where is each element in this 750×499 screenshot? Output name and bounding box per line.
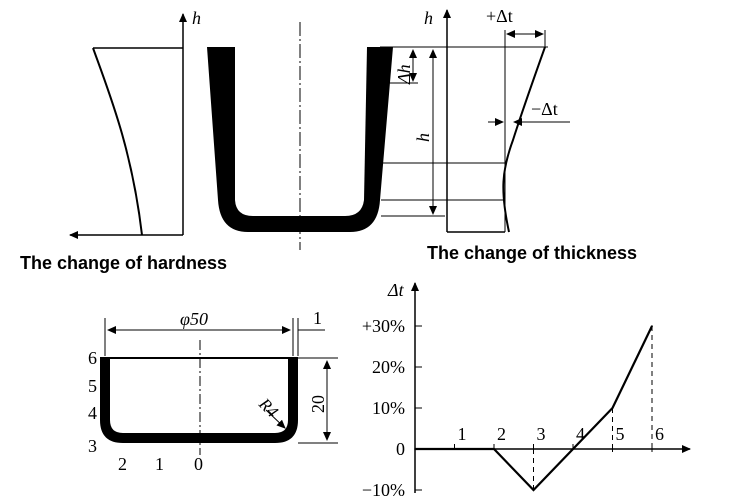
thickness-h-axis-label: h — [424, 8, 433, 28]
thickness-diagram: h +Δt −Δt — [424, 6, 570, 233]
cup-interior — [235, 47, 367, 216]
cup-profile — [100, 357, 298, 443]
hardness-curve — [92, 47, 143, 236]
height-label: 20 — [308, 395, 328, 413]
bottom-tick-0: 0 — [194, 454, 203, 474]
y-tick-label-1: 20% — [372, 357, 405, 377]
y-tick-label-0: +30% — [362, 316, 405, 336]
x-tick-label-6: 6 — [655, 424, 664, 444]
left-tick-5: 5 — [88, 376, 97, 396]
cup-cross-section: Δh h — [207, 22, 548, 250]
radius-leader — [265, 409, 286, 429]
data-point-4 — [651, 325, 653, 327]
delta-h-label: Δh — [394, 64, 414, 85]
left-tick-labels: 6 5 4 3 — [88, 348, 97, 456]
minus-dt-label: −Δt — [531, 99, 558, 119]
data-point-2 — [532, 489, 535, 491]
hardness-h-axis-label: h — [192, 8, 201, 28]
x-tick-label-3: 3 — [537, 424, 546, 444]
y-tick-label-3: 0 — [396, 439, 405, 459]
thickness-curve — [502, 46, 546, 233]
left-tick-3: 3 — [88, 436, 97, 456]
h-dimension-label: h — [413, 133, 433, 142]
bottom-tick-labels: 2 1 0 — [118, 454, 203, 474]
caption-thickness: The change of thickness — [427, 243, 637, 263]
left-tick-4: 4 — [88, 403, 97, 423]
radius-label: R4 — [254, 394, 282, 422]
hardness-diagram: h — [69, 8, 201, 239]
left-tick-6: 6 — [88, 348, 97, 368]
thickness-change-series — [415, 325, 653, 492]
y-tick-label-2: 10% — [372, 398, 405, 418]
plus-dt-label: +Δt — [486, 6, 513, 26]
bottom-tick-2: 2 — [118, 454, 127, 474]
x-tick-label-4: 4 — [576, 424, 585, 444]
x-tick-label-5: 5 — [616, 424, 625, 444]
x-tick-label-1: 1 — [458, 424, 467, 444]
chart-y-axis-label: Δt — [387, 280, 405, 300]
data-point-0 — [414, 448, 416, 450]
thickness-change-chart: Δt +30% 20% 10% 0 −10% 1 2 3 4 5 6 — [362, 280, 691, 499]
y-tick-label-4: −10% — [362, 480, 405, 499]
data-point-3 — [611, 407, 614, 409]
caption-hardness: The change of hardness — [20, 253, 227, 273]
diameter-label: φ50 — [180, 309, 208, 329]
thickness-label: 1 — [313, 308, 322, 328]
cup-dimension-drawing: 20 φ50 1 R4 6 5 4 3 2 1 0 — [88, 308, 338, 474]
data-point-1 — [493, 448, 495, 450]
bottom-tick-1: 1 — [155, 454, 164, 474]
x-tick-label-2: 2 — [497, 424, 506, 444]
